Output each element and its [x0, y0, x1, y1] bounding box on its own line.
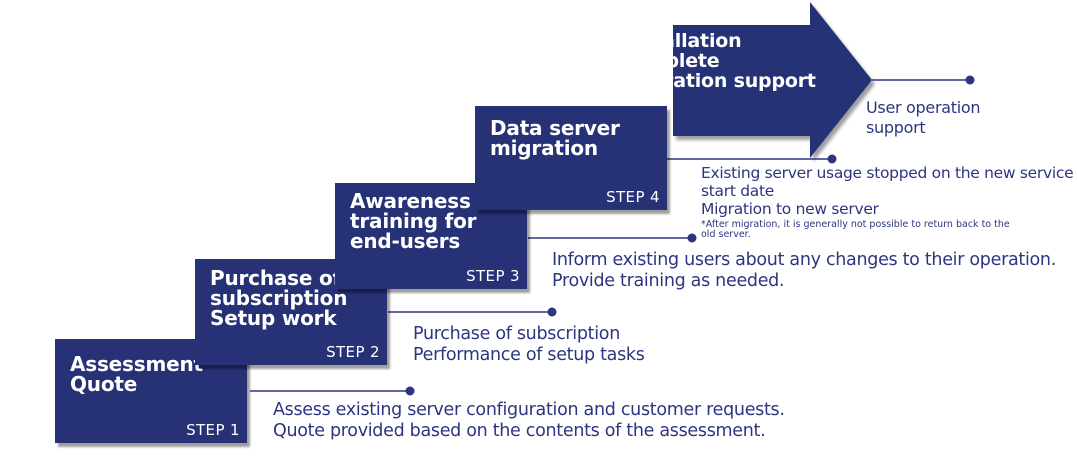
connector-dot-4 [827, 154, 837, 164]
step-3-description: Inform existing users about any changes … [552, 250, 1056, 292]
step-4-description: Existing server usage stopped on the new… [701, 164, 1074, 240]
step-4-detail-1: Existing server usage stopped on the new… [701, 164, 1074, 182]
step-2-title: Purchase of subscription Setup work [210, 266, 348, 330]
step-5-description: User operation support [866, 98, 980, 138]
step-1-detail-1: Assess existing server configuration and… [273, 400, 785, 420]
connector-dot-1 [405, 386, 415, 396]
connector-dot-2 [547, 307, 557, 317]
step-2-detail-2: Performance of setup tasks [413, 345, 645, 365]
step-1-detail-2: Quote provided based on the contents of … [273, 421, 766, 441]
step-5-detail-1: User operation [866, 98, 981, 117]
final-step-arrow [612, 2, 872, 158]
step-2-detail-1: Purchase of subscription [413, 324, 621, 344]
step-4-title: Data server migration [490, 116, 620, 160]
step-1-title: Assessment Quote [70, 352, 203, 396]
step-5-title: Installation complete Operation support [622, 30, 816, 92]
step-5-detail-2: support [866, 118, 926, 137]
step-4-box: Data server migration STEP 4 [475, 106, 667, 210]
step-3-detail-2: Provide training as needed. [552, 271, 785, 291]
step-4-label: STEP 4 [606, 188, 660, 206]
connector-dot-5 [965, 75, 975, 85]
step-1-description: Assess existing server configuration and… [273, 400, 785, 442]
step-1-label: STEP 1 [186, 421, 240, 439]
step-4-detail-3: Migration to new server [701, 200, 879, 218]
step-3-label: STEP 3 [466, 267, 520, 285]
step-4-note: *After migration, it is generally not po… [701, 219, 1010, 240]
step-1-box: Assessment Quote STEP 1 [55, 339, 247, 443]
step-2-description: Purchase of subscription Performance of … [413, 324, 645, 366]
connector-dot-3 [687, 233, 697, 243]
step-4-detail-2: start date [701, 182, 774, 200]
step-2-label: STEP 2 [326, 343, 380, 361]
step-3-detail-1: Inform existing users about any changes … [552, 250, 1056, 270]
